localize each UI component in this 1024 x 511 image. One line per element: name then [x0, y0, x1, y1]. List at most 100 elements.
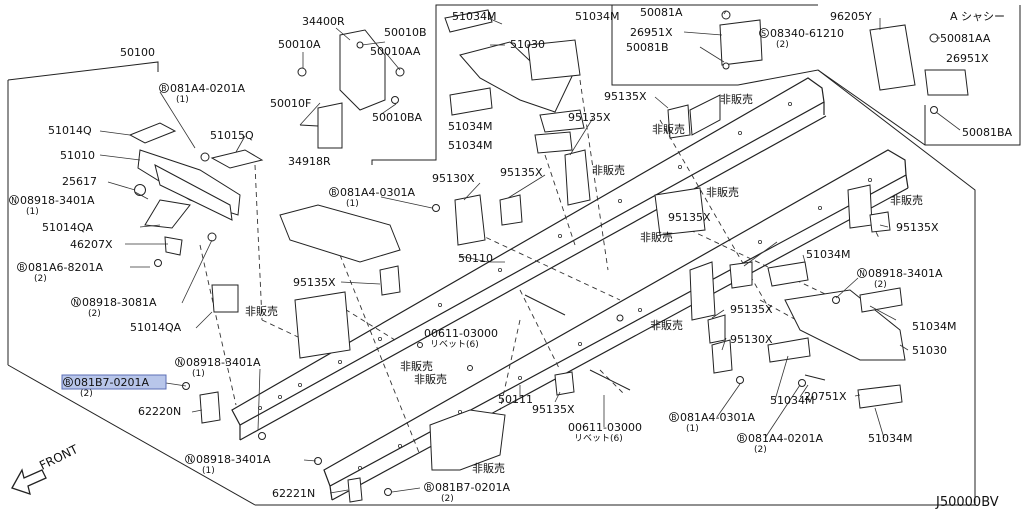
- part-label-20751x: 20751X: [804, 390, 847, 403]
- front-label: FRONT: [37, 442, 81, 473]
- prefix-letter: B: [19, 263, 24, 272]
- part-number: 51034M: [806, 248, 850, 261]
- part-label-50010a: 50010A: [278, 38, 321, 51]
- part-number: 26951X: [946, 52, 989, 65]
- prefix-letter: N: [11, 196, 17, 205]
- prefix-circle-icon: [185, 454, 195, 464]
- part-number: 50111: [498, 393, 533, 406]
- part-label-51034m-r3: 51034M: [770, 394, 814, 407]
- part-label-51030-top: 51030: [510, 38, 545, 51]
- part-number: 50010A: [278, 38, 321, 51]
- part-number: 00611-03000: [568, 421, 642, 434]
- part-label-95135x-r1: 95135X: [668, 211, 711, 224]
- part-label-50111: 50111: [498, 393, 533, 406]
- part-label-50010aa: 50010AA: [370, 45, 421, 58]
- part-label-25617: 25617: [62, 175, 97, 188]
- part-label-95130x-top: 95130X: [432, 172, 475, 185]
- part-number: 46207X: [70, 238, 113, 251]
- part-number: 34400R: [302, 15, 345, 28]
- part-number: 非販売: [414, 373, 447, 386]
- part-number: 08340-61210: [770, 27, 844, 40]
- prefix-circle-icon: [63, 377, 73, 387]
- prefix-letter: B: [65, 378, 70, 387]
- part-number: 非販売: [245, 305, 278, 318]
- part-number: 50010BA: [372, 111, 423, 124]
- part-number: 081B7-0201A: [435, 481, 511, 494]
- part-quantity: リベット(6): [430, 340, 479, 350]
- front-crossmember-assembly: [128, 122, 264, 313]
- part-number: 62220N: [138, 405, 181, 418]
- part-label-51034m-t4: 51034M: [448, 139, 492, 152]
- part-number: 非販売: [650, 319, 683, 332]
- part-number: 34918R: [288, 155, 331, 168]
- part-label-50010ba: 50010BA: [372, 111, 423, 124]
- part-label-34918r: 34918R: [288, 155, 331, 168]
- part-quantity: (1): [686, 424, 699, 434]
- prefix-letter: B: [331, 188, 336, 197]
- frame-brackets: [154, 94, 891, 503]
- part-quantity: (2): [441, 494, 454, 504]
- part-label-hinanbai-2: 非販売: [652, 123, 685, 136]
- part-number: 51014QA: [42, 221, 94, 234]
- part-number: 非販売: [472, 462, 505, 475]
- part-number: 20751X: [804, 390, 847, 403]
- part-number: 非販売: [652, 123, 685, 136]
- part-label-95135x-r3: 95135X: [730, 303, 773, 316]
- part-number: 51034M: [452, 10, 496, 23]
- prefix-circle-icon: [17, 262, 27, 272]
- part-number: 95135X: [532, 403, 575, 416]
- part-label-95135x-top: 95135X: [604, 90, 647, 103]
- part-label-hinanbai-11: 非販売: [472, 462, 505, 475]
- part-quantity: (2): [88, 309, 101, 319]
- part-quantity: (2): [754, 445, 767, 455]
- part-number: 081A4-0201A: [170, 82, 245, 95]
- diagram-id: J50000BV: [935, 495, 999, 510]
- part-number: 50081B: [626, 41, 669, 54]
- prefix-circle-icon: [424, 482, 434, 492]
- part-quantity: (2): [874, 280, 887, 290]
- part-label-95135x-2: 95135X: [568, 111, 611, 124]
- part-label-51014q: 51014Q: [48, 124, 92, 137]
- main-frame-rails: [231, 77, 909, 501]
- part-number: 08918-3401A: [196, 453, 271, 466]
- part-number: 51034M: [575, 10, 619, 23]
- prefix-letter: N: [187, 455, 193, 464]
- prefix-circle-icon: [669, 412, 679, 422]
- part-label-hinanbai-8: 非販売: [650, 319, 683, 332]
- part-number: 非販売: [890, 194, 923, 207]
- part-label-62221n: 62221N: [272, 487, 315, 500]
- part-quantity: (1): [192, 369, 205, 379]
- prefix-circle-icon: [857, 268, 867, 278]
- part-number: 081A6-8201A: [28, 261, 103, 274]
- part-number: 08918-3401A: [20, 194, 95, 207]
- prefix-circle-icon: [329, 187, 339, 197]
- part-quantity: (2): [34, 274, 47, 284]
- part-label-26951x-l: 26951X: [630, 26, 673, 39]
- part-label-51014qa-mid: 51014QA: [130, 321, 182, 334]
- crossmember-51030-top: [444, 9, 585, 154]
- part-number: 081A4-0301A: [680, 411, 755, 424]
- part-label-95135x-bot: 95135X: [532, 403, 575, 416]
- part-number: 95135X: [293, 276, 336, 289]
- part-number: 08918-3401A: [868, 267, 943, 280]
- prefix-circle-icon: [175, 357, 185, 367]
- part-number: 95135X: [730, 303, 773, 316]
- rail-holes: [257, 102, 873, 470]
- part-label-50010b: 50010B: [384, 26, 427, 39]
- part-label-081a6-8201a: B 081A6-8201A(2): [17, 261, 103, 284]
- part-label-95135x-r2: 95135X: [896, 221, 939, 234]
- part-number: 51034M: [912, 320, 956, 333]
- part-number: 50010F: [270, 97, 311, 110]
- prefix-letter: S: [761, 29, 766, 38]
- part-number: 非販売: [640, 231, 673, 244]
- part-number: 51034M: [770, 394, 814, 407]
- part-number: 50081AA: [940, 32, 991, 45]
- part-number: 51014Q: [48, 124, 92, 137]
- part-number: 50100: [120, 46, 155, 59]
- part-label-hinanbai-5: 非販売: [640, 231, 673, 244]
- part-label-62220n: 62220N: [138, 405, 181, 418]
